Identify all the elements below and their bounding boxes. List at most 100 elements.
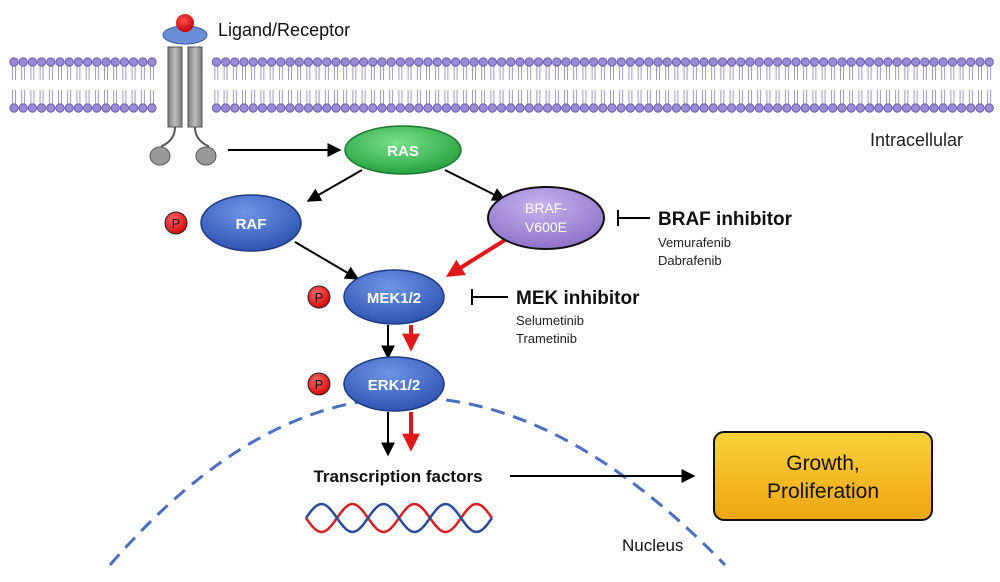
lipid-head — [248, 57, 258, 67]
lipid-head — [312, 57, 323, 67]
lipid-head — [662, 57, 672, 67]
lipid-head — [322, 57, 332, 67]
lipid-head — [119, 57, 130, 67]
raf-label: RAF — [236, 216, 267, 233]
dna-helix-icon — [304, 502, 494, 534]
red-arrow-braf-to-mek — [445, 238, 507, 277]
lipid-head — [855, 103, 866, 113]
lipid-head — [331, 103, 341, 113]
lipid-head — [938, 103, 948, 113]
braf-inhibitor-title: BRAF inhibitor — [658, 209, 793, 230]
lipid-head — [634, 57, 645, 67]
lipid-head — [607, 103, 617, 113]
lipid-head — [524, 103, 534, 113]
lipid-head — [414, 103, 424, 113]
ligand-receptor-label: Ligand/Receptor — [218, 20, 350, 40]
erk-node — [343, 356, 445, 412]
erk-phospho-icon — [307, 372, 331, 396]
lipid-head — [460, 57, 470, 67]
lipid-head — [129, 57, 139, 67]
lipid-head — [671, 103, 682, 113]
lipid-head — [883, 57, 893, 67]
lipid-head — [211, 103, 221, 113]
lipid-head — [515, 103, 525, 113]
intracellular-label: Intracellular — [870, 130, 963, 150]
lipid-head — [487, 57, 497, 67]
lipid-head — [975, 57, 985, 67]
lipid-head — [138, 103, 148, 113]
lipid-head — [690, 103, 700, 113]
lipid-head — [9, 103, 19, 113]
lipid-head — [27, 57, 38, 67]
erk-phospho-label: P — [315, 377, 324, 392]
lipid-head — [864, 57, 875, 67]
lipid-head — [129, 103, 139, 113]
lipid-head — [230, 103, 240, 113]
arrow-ras-to-raf — [306, 169, 363, 202]
lipid-head — [984, 57, 994, 67]
lipid-head — [644, 103, 654, 113]
lipid-head — [478, 103, 488, 113]
lipid-head — [920, 57, 930, 67]
raf-node — [200, 194, 302, 252]
lipid-head — [64, 57, 74, 67]
lipid-head — [588, 57, 599, 67]
lipid-head — [349, 103, 359, 113]
erk-label: ERK1/2 — [368, 377, 421, 394]
lipid-head — [570, 103, 580, 113]
lipid-head — [230, 57, 240, 67]
lipid-head — [533, 103, 544, 113]
lipid-head — [736, 57, 746, 67]
lipid-head — [83, 57, 93, 67]
lipid-head — [782, 57, 792, 67]
lipid-head — [846, 103, 856, 113]
arrow-raf-to-mek — [294, 241, 360, 280]
lipid-head — [322, 103, 332, 113]
lipid-head — [901, 57, 912, 67]
braf-label-line2: V600E — [525, 219, 567, 235]
lipid-head — [699, 57, 709, 67]
lipid-head — [892, 103, 902, 113]
lipid-head — [450, 57, 461, 67]
lipid-head — [708, 57, 718, 67]
lipid-head — [276, 57, 286, 67]
mek-phospho-icon — [307, 285, 331, 309]
lipid-head — [616, 103, 626, 113]
lipid-head — [607, 57, 617, 67]
lipid-head — [634, 103, 645, 113]
lipid-head — [221, 57, 231, 67]
lipid-head — [699, 103, 709, 113]
lipid-head — [395, 103, 405, 113]
lipid-head — [92, 103, 102, 113]
lipid-head — [644, 57, 654, 67]
lipid-head — [874, 103, 884, 113]
lipid-head — [460, 103, 470, 113]
lipid-head — [248, 103, 258, 113]
lipid-head — [772, 103, 783, 113]
lipid-head — [404, 57, 415, 67]
lipid-head — [956, 103, 967, 113]
lipid-head — [285, 103, 295, 113]
lipid-head — [349, 57, 359, 67]
lipid-head — [450, 103, 461, 113]
lipid-head — [680, 57, 691, 67]
lipid-head — [423, 57, 433, 67]
lipid-head — [818, 103, 829, 113]
lipid-head — [745, 103, 755, 113]
lipid-head — [846, 57, 856, 67]
lipid-head — [717, 57, 728, 67]
lipid-head — [46, 103, 56, 113]
lipid-head — [809, 103, 820, 113]
lipid-head — [73, 57, 84, 67]
lipid-head — [662, 103, 672, 113]
lipid-head — [18, 103, 28, 113]
lipid-head — [570, 57, 580, 67]
lipid-head — [147, 103, 157, 113]
lipid-head — [331, 57, 341, 67]
lipid-head — [800, 103, 810, 113]
lipid-head — [874, 57, 884, 67]
signal-arrows — [228, 143, 696, 483]
lipid-head — [110, 57, 120, 67]
lipid-head — [368, 57, 378, 67]
lipid-head — [809, 57, 820, 67]
